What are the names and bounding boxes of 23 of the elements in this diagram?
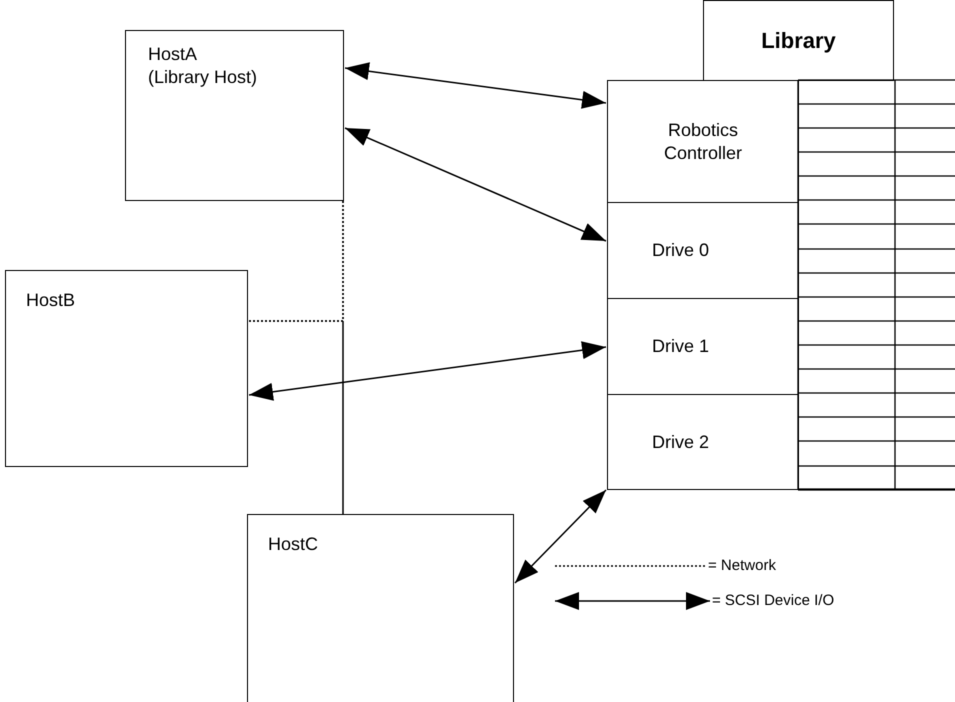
- io-arrow: [344, 62, 606, 109]
- io-arrow: [344, 127, 606, 242]
- node-label: Library: [761, 26, 836, 54]
- node-label: Drive 2: [652, 430, 710, 454]
- node-box: [607, 80, 799, 203]
- node-label: HostB: [26, 289, 76, 312]
- legend-label: = SCSI Device I/O: [712, 593, 834, 608]
- node-label: Robotics Controller: [662, 119, 744, 164]
- node-box: [703, 0, 894, 81]
- node-label: HostA (Library Host): [148, 43, 258, 88]
- io-arrow: [248, 341, 606, 401]
- node-label: Drive 1: [652, 335, 710, 358]
- node-box: [607, 298, 799, 395]
- node-label: Drive 0: [652, 239, 710, 262]
- node-box: [607, 202, 799, 299]
- node-box: [125, 30, 344, 201]
- network-line: [249, 320, 344, 514]
- node-label: HostC: [268, 533, 318, 556]
- io-arrow: [514, 489, 607, 584]
- node-box: [607, 394, 799, 490]
- node-box: [247, 514, 514, 702]
- legend-label: = Network: [708, 558, 776, 573]
- node-box: [5, 270, 248, 467]
